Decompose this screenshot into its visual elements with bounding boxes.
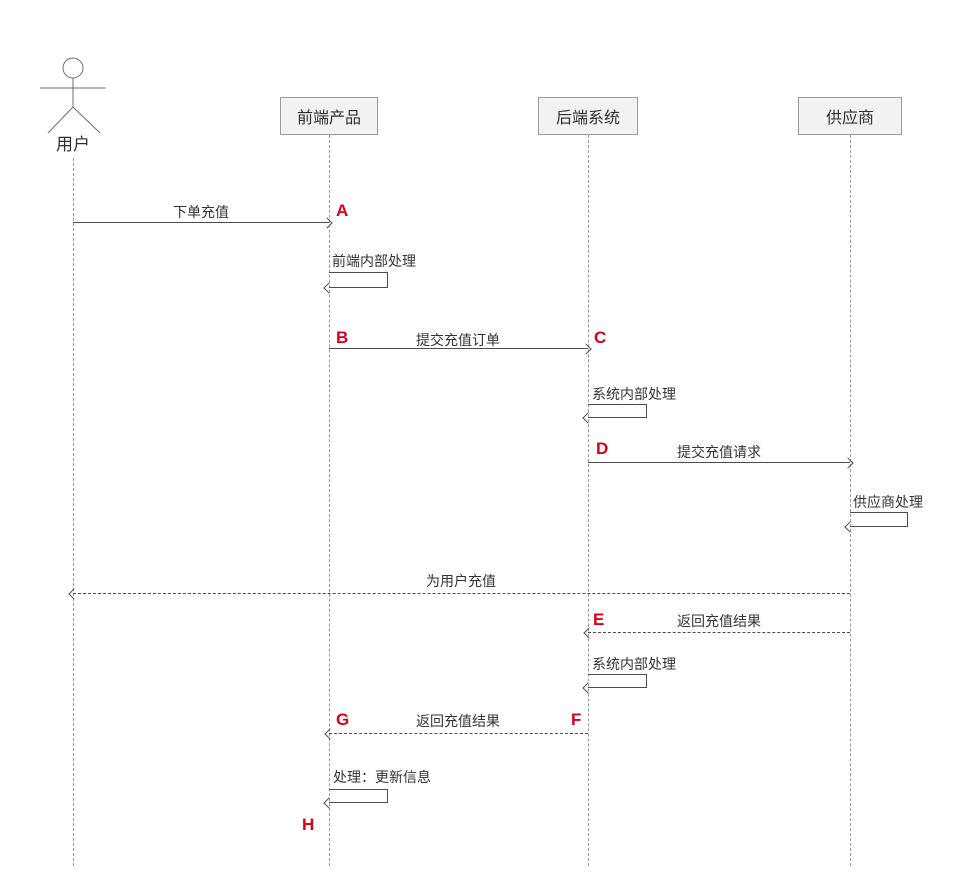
participant-supplier: 供应商 (798, 97, 902, 135)
arrowhead-left-icon (68, 588, 80, 600)
participant-backend-label: 后端系统 (555, 110, 620, 127)
message-place-order-arrow (73, 217, 333, 229)
message-submit-order-arrow (329, 343, 592, 355)
message-recharge-user-label: 为用户充值 (426, 573, 496, 589)
marker-b: B (336, 328, 349, 347)
self-frontend-internal-arrow (323, 272, 388, 294)
self-system-internal2-label: 系统内部处理 (592, 656, 676, 672)
arrowhead-left-icon (323, 797, 335, 809)
arrowhead-left-icon (582, 412, 594, 424)
marker-d: D (596, 439, 609, 458)
message-return-result1-arrow (583, 627, 850, 639)
participant-backend: 后端系统 (538, 97, 638, 135)
message-return-result1-label: 返回充值结果 (677, 613, 761, 629)
message-return-result2-label: 返回充值结果 (416, 713, 500, 729)
message-submit-request-arrow (588, 457, 854, 469)
marker-c: C (594, 328, 607, 347)
self-frontend-update-label: 处理：更新信息 (333, 769, 431, 785)
marker-h: H (302, 815, 315, 834)
lifeline-frontend (329, 135, 330, 866)
actor-label: 用户 (56, 135, 90, 154)
lifeline-user (73, 158, 74, 866)
message-submit-order-label: 提交充值订单 (416, 332, 500, 348)
arrowhead-right-icon (321, 217, 333, 229)
message-submit-request-label: 提交充值请求 (677, 444, 761, 460)
arrowhead-left-icon (323, 282, 335, 294)
self-system-internal1-arrow (582, 404, 647, 424)
message-recharge-user-arrow (68, 588, 850, 600)
lifeline-supplier (850, 135, 851, 866)
self-supplier-process-label: 供应商处理 (853, 494, 923, 510)
self-supplier-process-arrow (844, 512, 908, 533)
participant-frontend: 前端产品 (280, 97, 378, 135)
marker-e: E (593, 610, 605, 629)
marker-a: A (336, 201, 349, 220)
self-system-internal2-arrow (582, 674, 647, 694)
message-place-order-label: 下单充值 (173, 204, 229, 220)
marker-g: G (336, 710, 350, 729)
participant-frontend-label: 前端产品 (296, 110, 361, 127)
message-return-result2-arrow (324, 728, 588, 740)
arrowhead-right-icon (580, 343, 592, 355)
self-system-internal1-label: 系统内部处理 (592, 386, 676, 402)
lifeline-backend (588, 135, 589, 866)
arrowhead-left-icon (324, 728, 336, 740)
arrowhead-right-icon (842, 457, 854, 469)
arrowhead-left-icon (844, 521, 856, 533)
marker-f: F (571, 710, 582, 729)
arrowhead-left-icon (582, 682, 594, 694)
actor-icon (40, 57, 106, 134)
self-frontend-update-arrow (323, 789, 388, 809)
self-frontend-internal-label: 前端内部处理 (332, 253, 416, 269)
participant-supplier-label: 供应商 (825, 110, 874, 127)
